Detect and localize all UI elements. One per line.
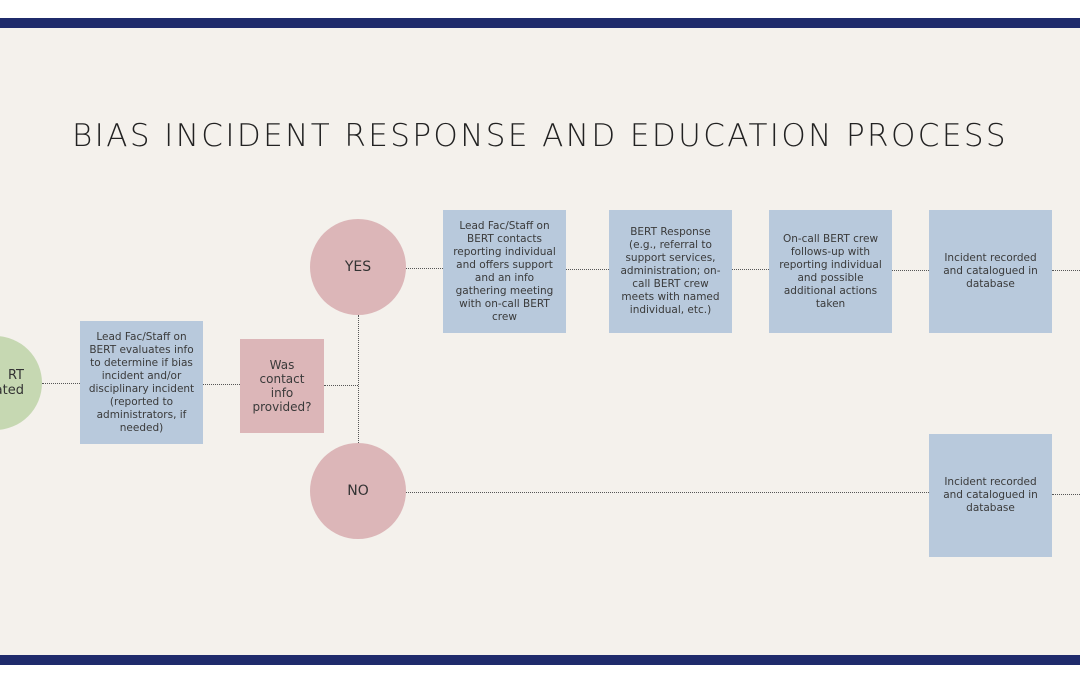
connector <box>1052 270 1080 271</box>
connector <box>892 270 929 271</box>
recorded-no-step: Incident recorded and catalogued in data… <box>929 434 1052 557</box>
evaluate-step: Lead Fac/Staff on BERT evaluates info to… <box>80 321 203 444</box>
bottom-border <box>0 655 1080 665</box>
connector <box>358 315 359 443</box>
connector <box>203 384 240 385</box>
connector <box>324 385 358 386</box>
yes-node: YES <box>310 219 406 315</box>
contact-info-decision: Was contact info provided? <box>240 339 324 433</box>
contact-step: Lead Fac/Staff on BERT contacts reportin… <box>443 210 566 333</box>
recorded-yes-step: Incident recorded and catalogued in data… <box>929 210 1052 333</box>
connector <box>406 492 929 493</box>
connector <box>42 383 80 384</box>
connector <box>406 268 443 269</box>
response-step: BERT Response (e.g., referral to support… <box>609 210 732 333</box>
top-border <box>0 18 1080 28</box>
connector <box>732 269 769 270</box>
connector <box>1052 494 1080 495</box>
diagram-title: BIAS INCIDENT RESPONSE AND EDUCATION PRO… <box>71 118 1008 154</box>
no-node: NO <box>310 443 406 539</box>
followup-step: On-call BERT crew follows-up with report… <box>769 210 892 333</box>
connector <box>566 269 609 270</box>
